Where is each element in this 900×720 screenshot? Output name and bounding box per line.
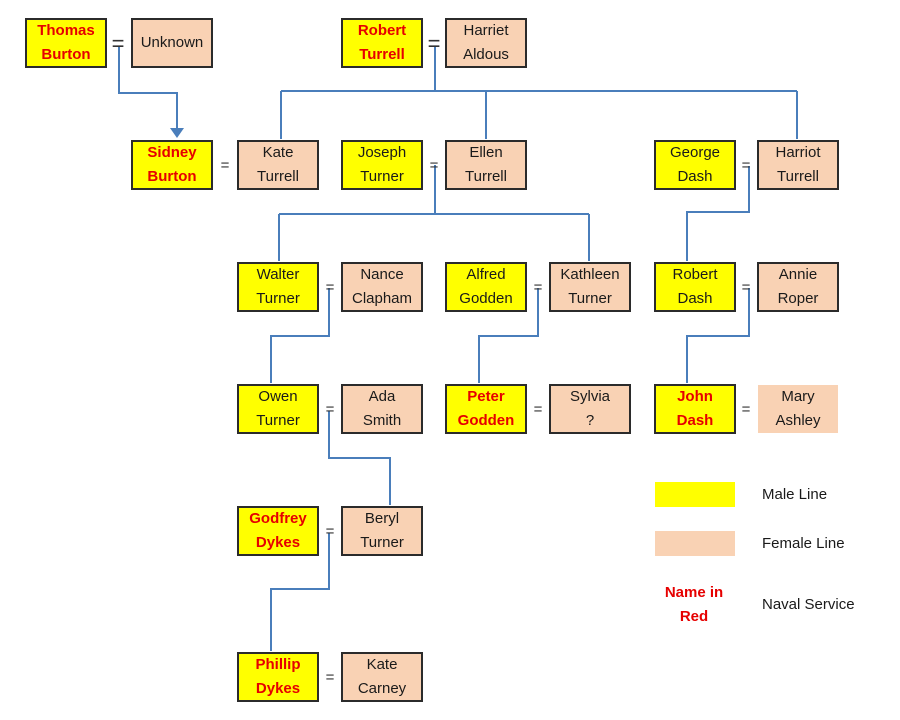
person-peter-godden: Peter Godden [445, 384, 527, 434]
person-robert-dash: Robert Dash [654, 262, 736, 312]
person-godfrey-dykes: Godfrey Dykes [237, 506, 319, 556]
person-mary-ashley: Mary Ashley [758, 385, 838, 433]
person-annie-roper: Annie Roper [757, 262, 839, 312]
marriage-sign: = [325, 523, 335, 540]
marriage-sign: = [111, 31, 125, 56]
person-sylvia: Sylvia ? [549, 384, 631, 434]
burton-descent-line [118, 46, 178, 136]
person-thomas-burton: Thomas Burton [25, 18, 107, 68]
person-harriot-turrell: Harriot Turrell [757, 140, 839, 190]
marriage-sign: = [533, 401, 543, 418]
marriage-sign: = [741, 401, 751, 418]
person-george-dash: George Dash [654, 140, 736, 190]
dykes-descent-line [270, 533, 330, 651]
marriage-sign: = [325, 669, 335, 686]
marriage-sign: = [533, 279, 543, 296]
marriage-sign: = [427, 31, 441, 56]
godden-descent-line [478, 288, 539, 383]
person-phillip-dykes: Phillip Dykes [237, 652, 319, 702]
marriage-sign: = [741, 279, 751, 296]
legend-male-swatch [655, 482, 735, 507]
legend-female-label: Female Line [762, 535, 845, 552]
person-alfred-godden: Alfred Godden [445, 262, 527, 312]
marriage-sign: = [741, 157, 751, 174]
legend-naval-label: Naval Service [762, 596, 855, 613]
person-sidney-burton: Sidney Burton [131, 140, 213, 190]
marriage-sign: = [429, 157, 439, 174]
arrow-head [170, 128, 184, 138]
marriage-sign: = [325, 279, 335, 296]
person-kate-carney: Kate Carney [341, 652, 423, 702]
walter-descent-line [270, 288, 330, 383]
person-ellen-turrell: Ellen Turrell [445, 140, 527, 190]
person-robert-turrell: Robert Turrell [341, 18, 423, 68]
person-walter-turner: Walter Turner [237, 262, 319, 312]
person-nance-clapham: Nance Clapham [341, 262, 423, 312]
person-joseph-turner: Joseph Turner [341, 140, 423, 190]
person-unknown: Unknown [131, 18, 213, 68]
robert-dash-descent-line [686, 288, 750, 383]
legend-male-label: Male Line [762, 486, 828, 503]
owen-descent-line [328, 411, 391, 505]
legend-female-swatch [655, 531, 735, 556]
person-john-dash: John Dash [654, 384, 736, 434]
person-kate-turrell: Kate Turrell [237, 140, 319, 190]
marriage-sign: = [220, 157, 230, 174]
person-harriet-aldous: Harriet Aldous [445, 18, 527, 68]
person-kathleen-turner: Kathleen Turner [549, 262, 631, 312]
dash-descent-line [686, 166, 750, 261]
person-ada-smith: Ada Smith [341, 384, 423, 434]
person-owen-turner: Owen Turner [237, 384, 319, 434]
legend-red-sample: Name in Red [664, 584, 724, 625]
marriage-sign: = [325, 401, 335, 418]
person-beryl-turner: Beryl Turner [341, 506, 423, 556]
